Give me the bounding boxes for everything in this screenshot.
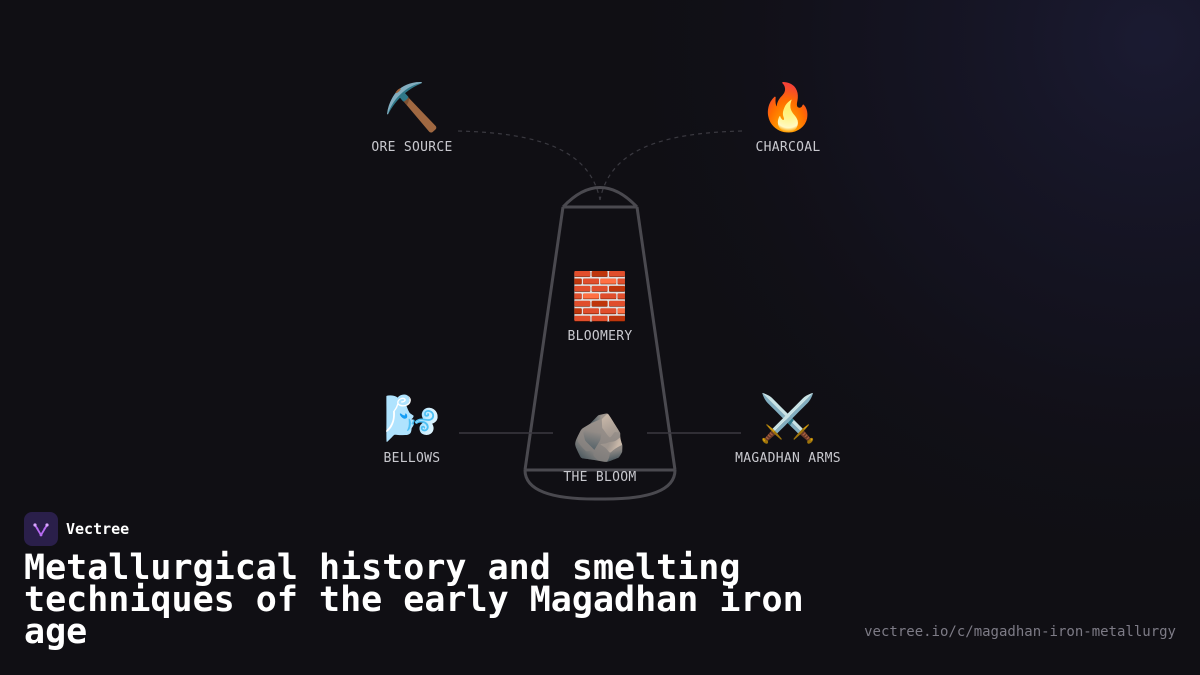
node-label: BELLOWS [383, 451, 441, 466]
wind-icon: 🌬️ [383, 391, 441, 445]
node-label: BLOOMERY [567, 329, 633, 344]
node-the-bloom: 🪨 THE BLOOM [520, 412, 680, 485]
brick-icon: 🧱 [571, 269, 629, 323]
node-ore-source: ⛏️ ORE SOURCE [332, 82, 492, 155]
node-label: THE BLOOM [563, 470, 637, 485]
node-charcoal: 🔥 CHARCOAL [708, 82, 868, 155]
node-label: CHARCOAL [755, 140, 821, 155]
node-bloomery: 🧱 BLOOMERY [520, 271, 680, 344]
node-label: MAGADHAN ARMS [735, 451, 841, 466]
page-title: Metallurgical history and smelting techn… [24, 548, 804, 652]
node-label: ORE SOURCE [371, 140, 453, 155]
node-magadhan-arms: ⚔️ MAGADHAN ARMS [708, 393, 868, 466]
rock-icon: 🪨 [571, 410, 629, 464]
pickaxe-icon: ⛏️ [383, 80, 441, 134]
tree-fork-icon [33, 523, 49, 537]
node-bellows: 🌬️ BELLOWS [332, 393, 492, 466]
charcoal-feed-connector [599, 130, 743, 201]
page-url[interactable]: vectree.io/c/magadhan-iron-metallurgy [864, 624, 1176, 640]
fire-icon: 🔥 [759, 80, 817, 134]
furnace-outline [523, 186, 677, 501]
ore-feed-connector [457, 130, 601, 201]
brand[interactable]: Vectree [24, 512, 129, 546]
brand-name: Vectree [66, 520, 130, 538]
brand-logo [24, 512, 58, 546]
crossed-swords-icon: ⚔️ [759, 391, 817, 445]
